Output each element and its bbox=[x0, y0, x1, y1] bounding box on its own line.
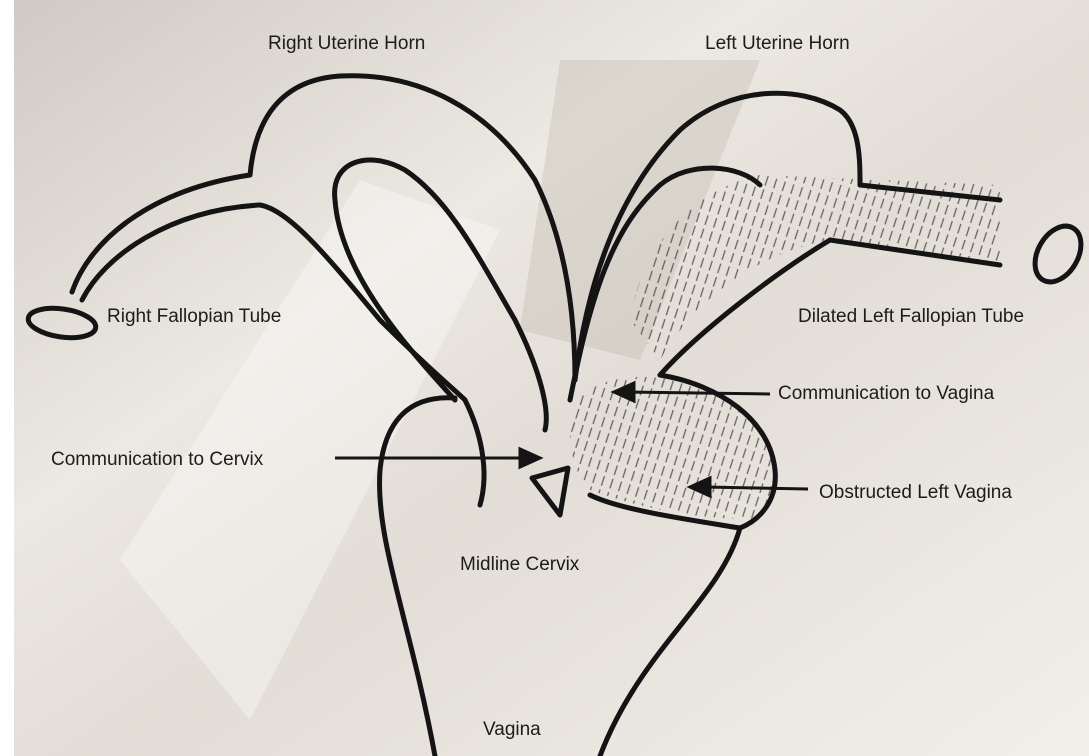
obstructed-left-vagina-label: Obstructed Left Vagina bbox=[819, 483, 1012, 502]
dilated-left-fallopian-tube-label: Dilated Left Fallopian Tube bbox=[798, 307, 1024, 326]
arrow-obstructed-line bbox=[705, 487, 808, 489]
left-uterine-horn-label: Left Uterine Horn bbox=[705, 34, 850, 53]
right-fallopian-tube-label: Right Fallopian Tube bbox=[107, 307, 281, 326]
midline-cervix-label: Midline Cervix bbox=[460, 555, 579, 574]
arrow-comm-vagina-line bbox=[630, 392, 770, 394]
left-margin bbox=[0, 0, 14, 756]
communication-to-vagina-label: Communication to Vagina bbox=[778, 384, 994, 403]
vagina-label: Vagina bbox=[483, 720, 541, 739]
right-uterine-horn-label: Right Uterine Horn bbox=[268, 34, 425, 53]
communication-to-cervix-label: Communication to Cervix bbox=[51, 450, 263, 469]
